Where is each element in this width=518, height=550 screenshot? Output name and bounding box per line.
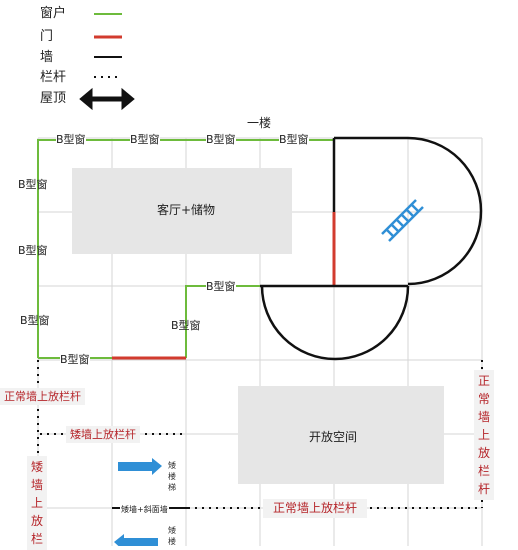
- window-label: B型窗: [206, 280, 236, 293]
- open-space-label: 开放空间: [309, 430, 358, 444]
- wall-half-arc: [260, 285, 410, 361]
- wall-big-arc: [407, 136, 483, 286]
- window-label: B型窗: [171, 319, 201, 332]
- railing-label-normal-right-vertical: 正常墙上放栏杆: [474, 370, 494, 500]
- window-label: B型窗: [279, 133, 309, 146]
- railing-label-normal-bottom: 正常墙上放栏杆: [263, 499, 368, 518]
- left-arrow-icon: [114, 534, 158, 546]
- open-space-area: [238, 386, 444, 484]
- window-label: B型窗: [18, 178, 48, 191]
- window-label: B型窗: [206, 133, 236, 146]
- ladder-icon: [381, 199, 424, 242]
- railing-label-low-wall-vertical: 矮墙上放栏: [27, 456, 47, 550]
- legend-window-label: 窗户: [40, 6, 67, 21]
- floor-label: 一楼: [247, 116, 272, 130]
- window-label: B型窗: [56, 133, 86, 146]
- legend-roof-label: 屋顶: [40, 91, 67, 106]
- stair-label-top: 矮楼梯: [168, 461, 176, 492]
- window-label: B型窗: [60, 353, 90, 366]
- window-outline-step: [185, 285, 262, 358]
- window-label: B型窗: [18, 244, 48, 257]
- stair-label-bottom: 矮楼: [168, 526, 176, 546]
- legend-door-label: 门: [40, 29, 54, 44]
- living-room-label: 客厅+储物: [157, 203, 216, 217]
- railing-label-normal-left: 正常墙上放栏杆: [0, 388, 85, 405]
- stair-wall-note: 矮墙+斜面墙: [120, 503, 169, 516]
- window-label: B型窗: [20, 314, 50, 327]
- double-arrow-icon: [79, 87, 135, 111]
- right-arrow-icon: [118, 458, 162, 475]
- window-label: B型窗: [130, 133, 160, 146]
- living-room-area: [72, 168, 292, 254]
- walls: [260, 136, 483, 361]
- railing-label-low-wall: 矮墙上放栏杆: [66, 426, 140, 443]
- legend-wall-label: 墙: [40, 50, 54, 65]
- legend-railing-label: 栏杆: [40, 70, 67, 85]
